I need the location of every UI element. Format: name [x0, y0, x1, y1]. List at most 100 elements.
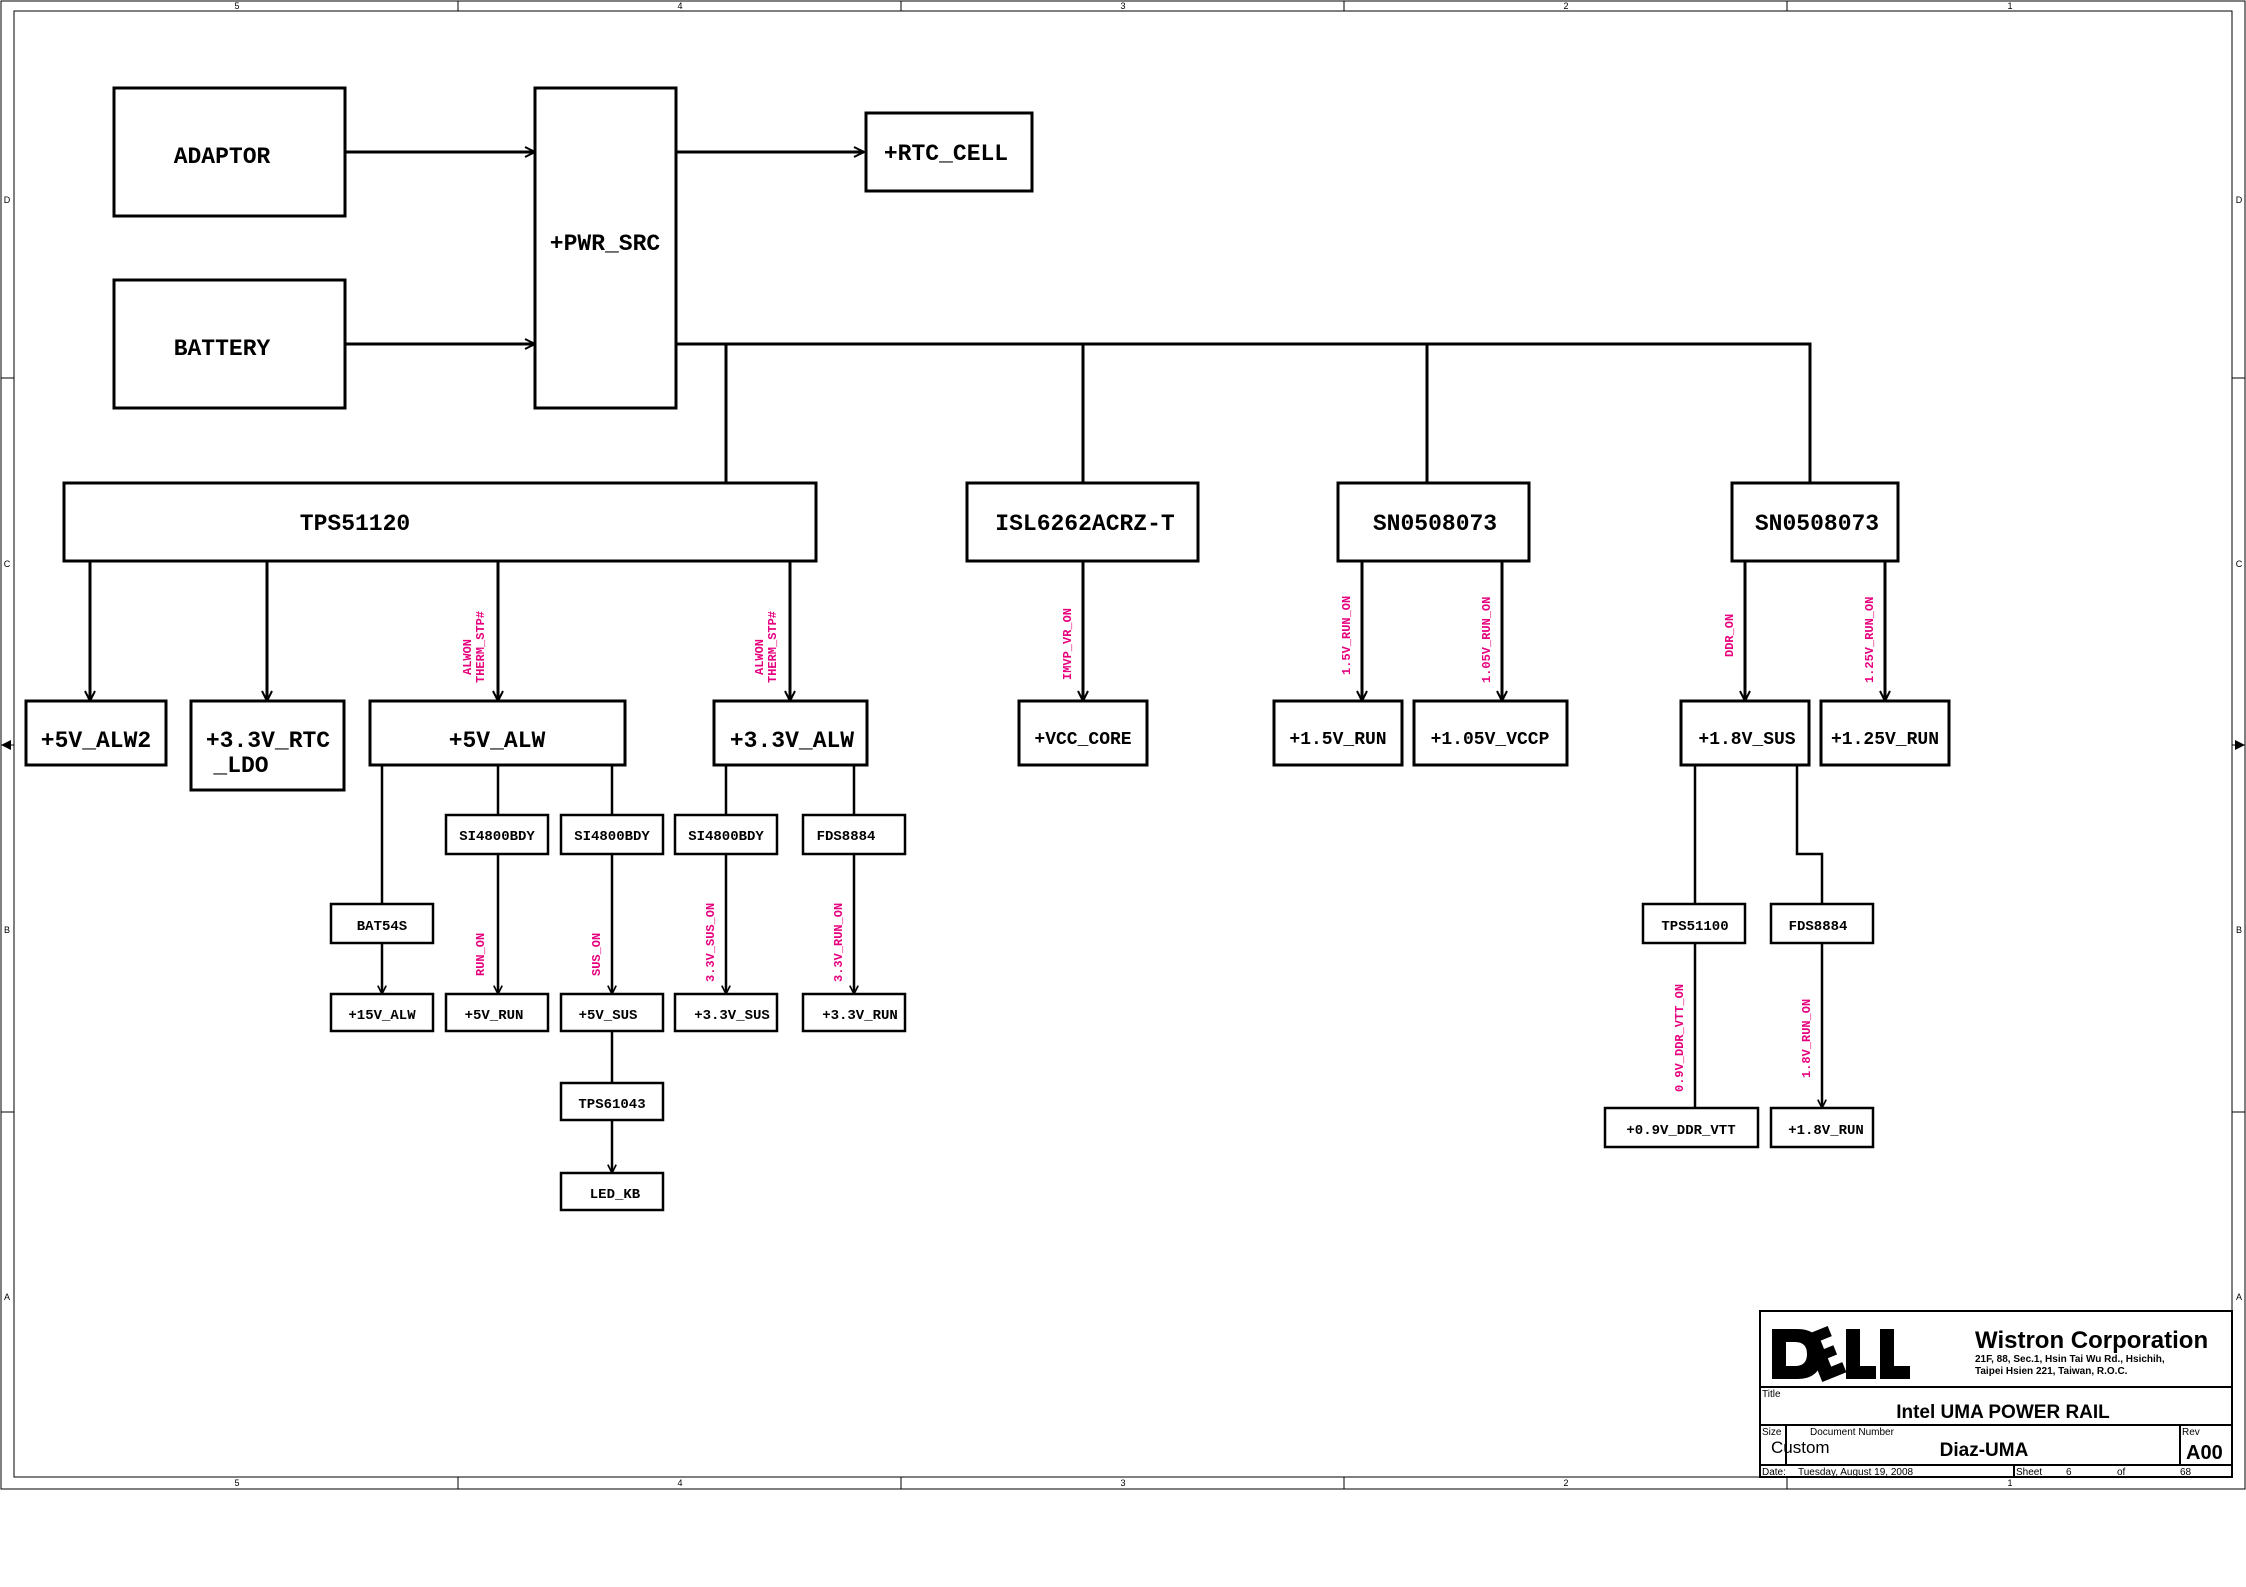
fds8884-b-box [1769, 902, 1875, 945]
si4800-a-label: SI4800BDY [459, 829, 535, 845]
fds8884-a-label: FDS8884 [817, 829, 876, 845]
sheet-total: 68 [2180, 1467, 2192, 1478]
signal-33v-sus-on: 3.3V_SUS_ON [704, 903, 718, 982]
signal-18v-run-on: 1.8V_RUN_ON [1800, 999, 1814, 1078]
v5-run-box [444, 992, 550, 1033]
vcc-core-label: +VCC_CORE [1034, 730, 1131, 750]
date-value: Tuesday, August 19, 2008 [1798, 1467, 1914, 1478]
rev-label: Rev [2182, 1427, 2200, 1438]
center-mark-right-icon [2235, 740, 2245, 750]
blocks [24, 86, 1951, 792]
row-label-right: A [2236, 1292, 2242, 1302]
adaptor-label: ADAPTOR [174, 144, 271, 170]
v09-ddr-vtt-label: +0.9V_DDR_VTT [1626, 1123, 1735, 1139]
v33-run-label: +3.3V_RUN [822, 1008, 898, 1024]
col-label-top: 5 [234, 1, 239, 11]
col-label-bottom: 2 [1563, 1478, 1568, 1488]
tps51120-box [62, 481, 818, 563]
row-label-right: B [2236, 925, 2242, 935]
rev-value: A00 [2186, 1442, 2223, 1464]
signal-therm-stp-2: THERM_STP# [766, 611, 780, 683]
col-label-top: 3 [1120, 1, 1125, 11]
v18-sus-box [1679, 699, 1811, 767]
v33-rtc-ldo-box [189, 699, 346, 792]
led-kb-box [559, 1171, 665, 1212]
led-kb-label: LED_KB [590, 1187, 641, 1203]
v09-ddr-vtt-box [1603, 1106, 1760, 1149]
isl6262-label: ISL6262ACRZ-T [995, 511, 1175, 537]
bat54s-label: BAT54S [357, 919, 407, 935]
vcc-core-box [1017, 699, 1149, 767]
si4800-b-label: SI4800BDY [574, 829, 650, 845]
signal-09v-ddr-vtt-on: 0.9V_DDR_VTT_ON [1673, 984, 1687, 1092]
v33-alw-label: +3.3V_ALW [730, 728, 854, 754]
col-label-top: 1 [2007, 1, 2012, 11]
col-label-top: 2 [1563, 1, 1568, 11]
center-mark-left-icon [1, 740, 11, 750]
tps61043-label: TPS61043 [578, 1097, 645, 1113]
sn0508073-b-box [1730, 481, 1900, 563]
v125-run-label: +1.25V_RUN [1831, 730, 1939, 750]
si4800-c-label: SI4800BDY [688, 829, 764, 845]
signal-alwon-2: ALWON [753, 639, 767, 675]
v5-sus-label: +5V_SUS [579, 1008, 638, 1024]
sn0508073-a-label: SN0508073 [1373, 511, 1497, 537]
dell-logo-icon [1772, 1325, 1910, 1383]
si4800-c-box [673, 813, 779, 856]
sheet-value: 6 [2066, 1467, 2072, 1478]
pwr-src-label: +PWR_SRC [550, 231, 661, 257]
tps51100-box [1641, 902, 1747, 945]
row-label-right: D [2236, 195, 2243, 205]
col-label-bottom: 3 [1120, 1478, 1125, 1488]
bat54s-box [329, 902, 435, 945]
si4800-a-box [444, 813, 550, 856]
v15-alw-label: +15V_ALW [348, 1008, 416, 1024]
v33-rtc-ldo-label-2: _LDO [212, 753, 268, 779]
v5-alw2-box [24, 699, 168, 767]
sheet-label: Sheet [2016, 1467, 2042, 1478]
small-blocks [329, 813, 1875, 1212]
adaptor-box [112, 86, 347, 218]
signal-sus-on: SUS_ON [590, 933, 604, 976]
signal-105v-run-on: 1.05V_RUN_ON [1480, 597, 1494, 683]
row-label-left: B [4, 925, 10, 935]
company-address-1: 21F, 88, Sec.1, Hsin Tai Wu Rd., Hsichih… [1975, 1354, 2165, 1365]
v33-rtc-ldo-label: +3.3V_RTC [206, 728, 330, 754]
row-label-right: C [2236, 559, 2243, 569]
v5-run-label: +5V_RUN [465, 1008, 524, 1024]
v105-vccp-box [1412, 699, 1569, 767]
docnum-value: Diaz-UMA [1940, 1440, 2029, 1461]
signal-ddr-on: DDR_ON [1723, 614, 1737, 657]
size-value: Custom [1771, 1438, 1830, 1457]
sn0508073-a-box [1336, 481, 1531, 563]
col-label-bottom: 4 [677, 1478, 682, 1488]
v18-run-label: +1.8V_RUN [1788, 1123, 1864, 1139]
sn0508073-b-label: SN0508073 [1755, 511, 1879, 537]
docnum-label: Document Number [1810, 1427, 1895, 1438]
battery-label: BATTERY [174, 336, 271, 362]
pwr-src-box [533, 86, 678, 410]
company-name: Wistron Corporation [1975, 1327, 2208, 1354]
signal-imvp-vr-on: IMVP_VR_ON [1061, 608, 1075, 680]
v18-run-box [1769, 1106, 1875, 1149]
row-label-left: D [4, 195, 11, 205]
rtc-cell-box [864, 111, 1034, 193]
signal-125v-run-on: 1.25V_RUN_ON [1863, 597, 1877, 683]
size-label: Size [1762, 1427, 1782, 1438]
fds8884-b-label: FDS8884 [1789, 919, 1848, 935]
v5-alw-label: +5V_ALW [449, 728, 546, 754]
tps51120-label: TPS51120 [300, 511, 410, 537]
signal-therm-stp-1: THERM_STP# [474, 611, 488, 683]
date-label: Date: [1762, 1467, 1786, 1478]
row-label-left: C [4, 559, 11, 569]
of-label: of [2117, 1467, 2126, 1478]
battery-box [112, 278, 347, 410]
v125-run-box [1819, 699, 1951, 767]
v5-sus-box [559, 992, 665, 1033]
v15-run-label: +1.5V_RUN [1289, 730, 1386, 750]
title-label: Title [1762, 1389, 1781, 1400]
v105-vccp-label: +1.05V_VCCP [1431, 730, 1550, 750]
v15-alw-box [329, 992, 435, 1033]
v5-alw-box [368, 699, 627, 767]
